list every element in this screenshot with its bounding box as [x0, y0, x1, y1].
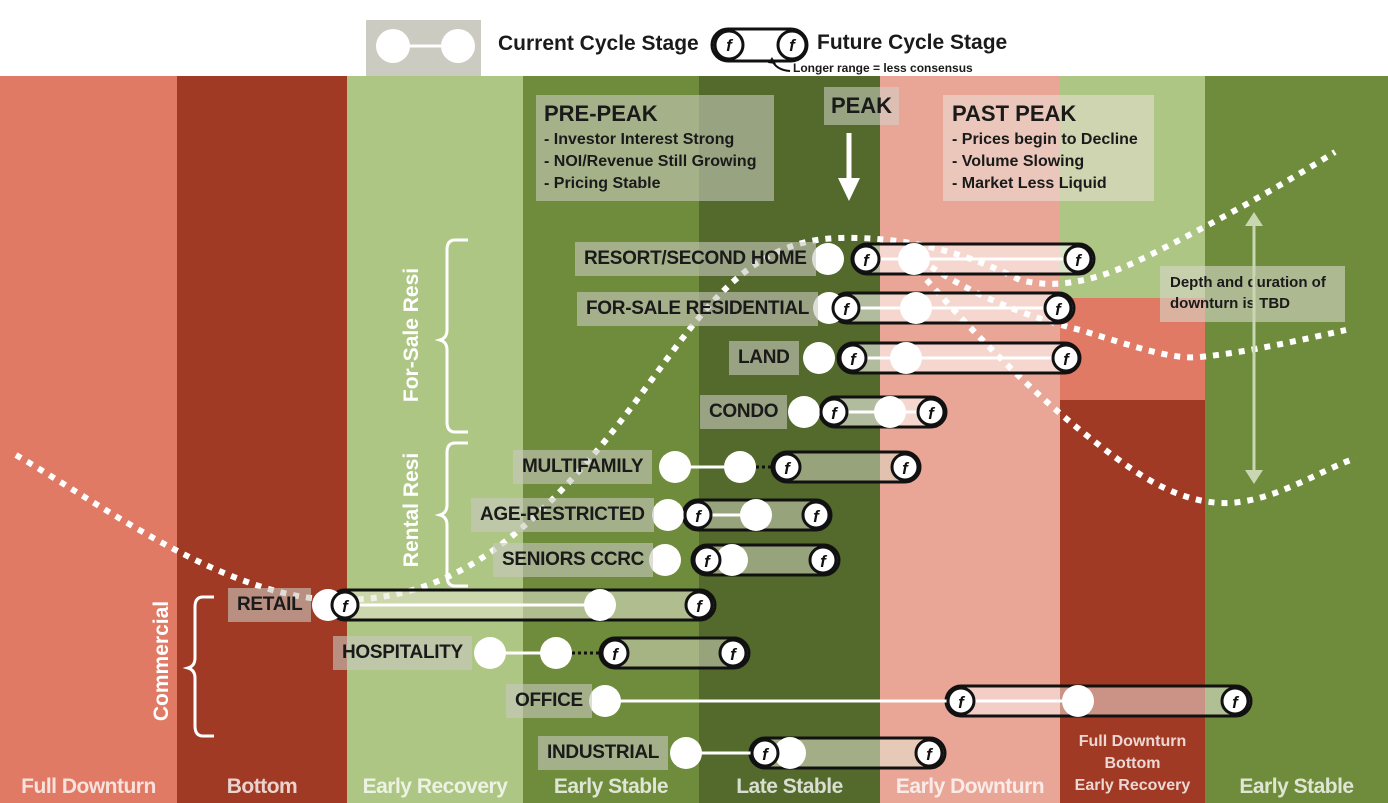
- sector-label-seniors-ccrc: SENIORS CCRC: [493, 543, 654, 577]
- sector-seniors-ccrc: f f: [649, 543, 841, 577]
- column-label: Early Downturn: [895, 775, 1045, 798]
- sector-label-for-sale-residential: FOR-SALE RESIDENTIAL: [577, 292, 819, 326]
- svg-text:f: f: [342, 597, 350, 616]
- svg-text:f: f: [863, 251, 871, 270]
- sector-label-resort: RESORT/SECOND HOME: [575, 242, 816, 276]
- pre-peak-box: PRE-PEAK - Investor Interest Strong - NO…: [536, 95, 774, 201]
- past-peak-box: PAST PEAK - Prices begin to Decline - Vo…: [943, 95, 1154, 201]
- pre-peak-item: - Pricing Stable: [544, 175, 661, 192]
- column-early-recovery: Early Recovery: [347, 76, 523, 803]
- column-early-stable-2: Early Stable: [1205, 76, 1388, 803]
- svg-text:f: f: [695, 507, 703, 526]
- brace-for-sale-resi: [434, 238, 468, 434]
- svg-text:f: f: [704, 552, 712, 571]
- svg-text:f: f: [1075, 251, 1083, 270]
- column-label: Late Stable: [736, 775, 843, 798]
- svg-text:f: f: [789, 36, 797, 55]
- column-label: Full Downturn Bottom Early Recovery: [1074, 733, 1191, 794]
- svg-text:f: f: [850, 350, 858, 369]
- group-label-commercial: Commercial: [150, 600, 173, 722]
- past-peak-title: PAST PEAK: [952, 101, 1077, 126]
- sector-resort: f f: [812, 242, 1096, 276]
- cycle-curve: [14, 149, 1337, 604]
- range-arrow-down-icon: [1245, 470, 1263, 484]
- column-full-downturn: Full Downturn: [0, 76, 177, 803]
- sector-retail: f f: [312, 588, 717, 622]
- svg-text:f: f: [696, 597, 704, 616]
- pre-peak-item: - Investor Interest Strong: [544, 131, 735, 148]
- svg-text:f: f: [928, 404, 936, 423]
- legend-future-note: Longer range = less consensus: [793, 61, 973, 75]
- sector-industrial: f f: [670, 736, 947, 770]
- svg-text:f: f: [730, 645, 738, 664]
- past-peak-item: - Market Less Liquid: [952, 175, 1107, 192]
- legend-current-symbol: f f: [376, 27, 809, 72]
- column-label: Bottom: [226, 775, 298, 798]
- svg-text:f: f: [958, 693, 966, 712]
- sector-age-restricted: f f: [652, 498, 833, 532]
- sector-condo: f f: [788, 395, 948, 429]
- svg-text:f: f: [902, 459, 910, 478]
- sector-hospitality: f f: [474, 636, 751, 670]
- past-peak-item: - Prices begin to Decline: [952, 131, 1138, 148]
- brace-commercial: [182, 595, 214, 738]
- svg-text:f: f: [820, 552, 828, 571]
- svg-text:f: f: [726, 36, 734, 55]
- column-label: Early Recovery: [362, 775, 508, 798]
- column-downturn-bottom-recovery: Full Downturn Bottom Early Recovery: [1060, 76, 1205, 803]
- sector-label-age-restricted: AGE-RESTRICTED: [471, 498, 654, 532]
- sector-multifamily: f f: [659, 450, 922, 484]
- sector-label-office: OFFICE: [506, 684, 592, 718]
- peak-arrow-icon: [838, 178, 860, 201]
- pre-peak-item: - NOI/Revenue Still Growing: [544, 153, 757, 170]
- svg-text:f: f: [1063, 350, 1071, 369]
- peak-box: PEAK: [824, 87, 899, 125]
- sector-office: f f: [589, 684, 1253, 718]
- sector-label-industrial: INDUSTRIAL: [538, 736, 669, 770]
- column-label: Full Downturn: [21, 775, 156, 798]
- legend-future-label: Future Cycle Stage: [817, 31, 1008, 54]
- column-bottom: Bottom: [177, 76, 347, 803]
- svg-text:f: f: [926, 745, 934, 764]
- svg-text:f: f: [1055, 300, 1063, 319]
- group-label-for-sale-resi: For-Sale Resi: [400, 267, 423, 403]
- sector-land: f f: [803, 341, 1082, 375]
- group-label-rental-resi: Rental Resi: [400, 452, 423, 568]
- svg-text:f: f: [831, 404, 839, 423]
- sector-label-retail: RETAIL: [228, 588, 312, 622]
- legend-future-symbol: f f: [710, 27, 809, 63]
- brace-rental-resi: [434, 441, 468, 588]
- column-label: Early Stable: [553, 775, 669, 798]
- sector-label-hospitality: HOSPITALITY: [333, 636, 472, 670]
- pre-peak-title: PRE-PEAK: [544, 101, 658, 126]
- range-arrow-up-icon: [1245, 212, 1263, 226]
- svg-text:f: f: [1232, 693, 1240, 712]
- sector-for-sale-residential: f f: [813, 291, 1076, 325]
- sector-label-land: LAND: [729, 341, 799, 375]
- svg-text:f: f: [843, 300, 851, 319]
- sector-label-multifamily: MULTIFAMILY: [513, 450, 653, 484]
- svg-text:f: f: [612, 645, 620, 664]
- svg-text:f: f: [762, 745, 770, 764]
- legend-current-label: Current Cycle Stage: [498, 32, 699, 55]
- sector-label-condo: CONDO: [700, 395, 788, 429]
- svg-text:f: f: [784, 459, 792, 478]
- column-label: Early Stable: [1239, 775, 1354, 798]
- svg-text:f: f: [813, 507, 821, 526]
- past-peak-item: - Volume Slowing: [952, 153, 1085, 170]
